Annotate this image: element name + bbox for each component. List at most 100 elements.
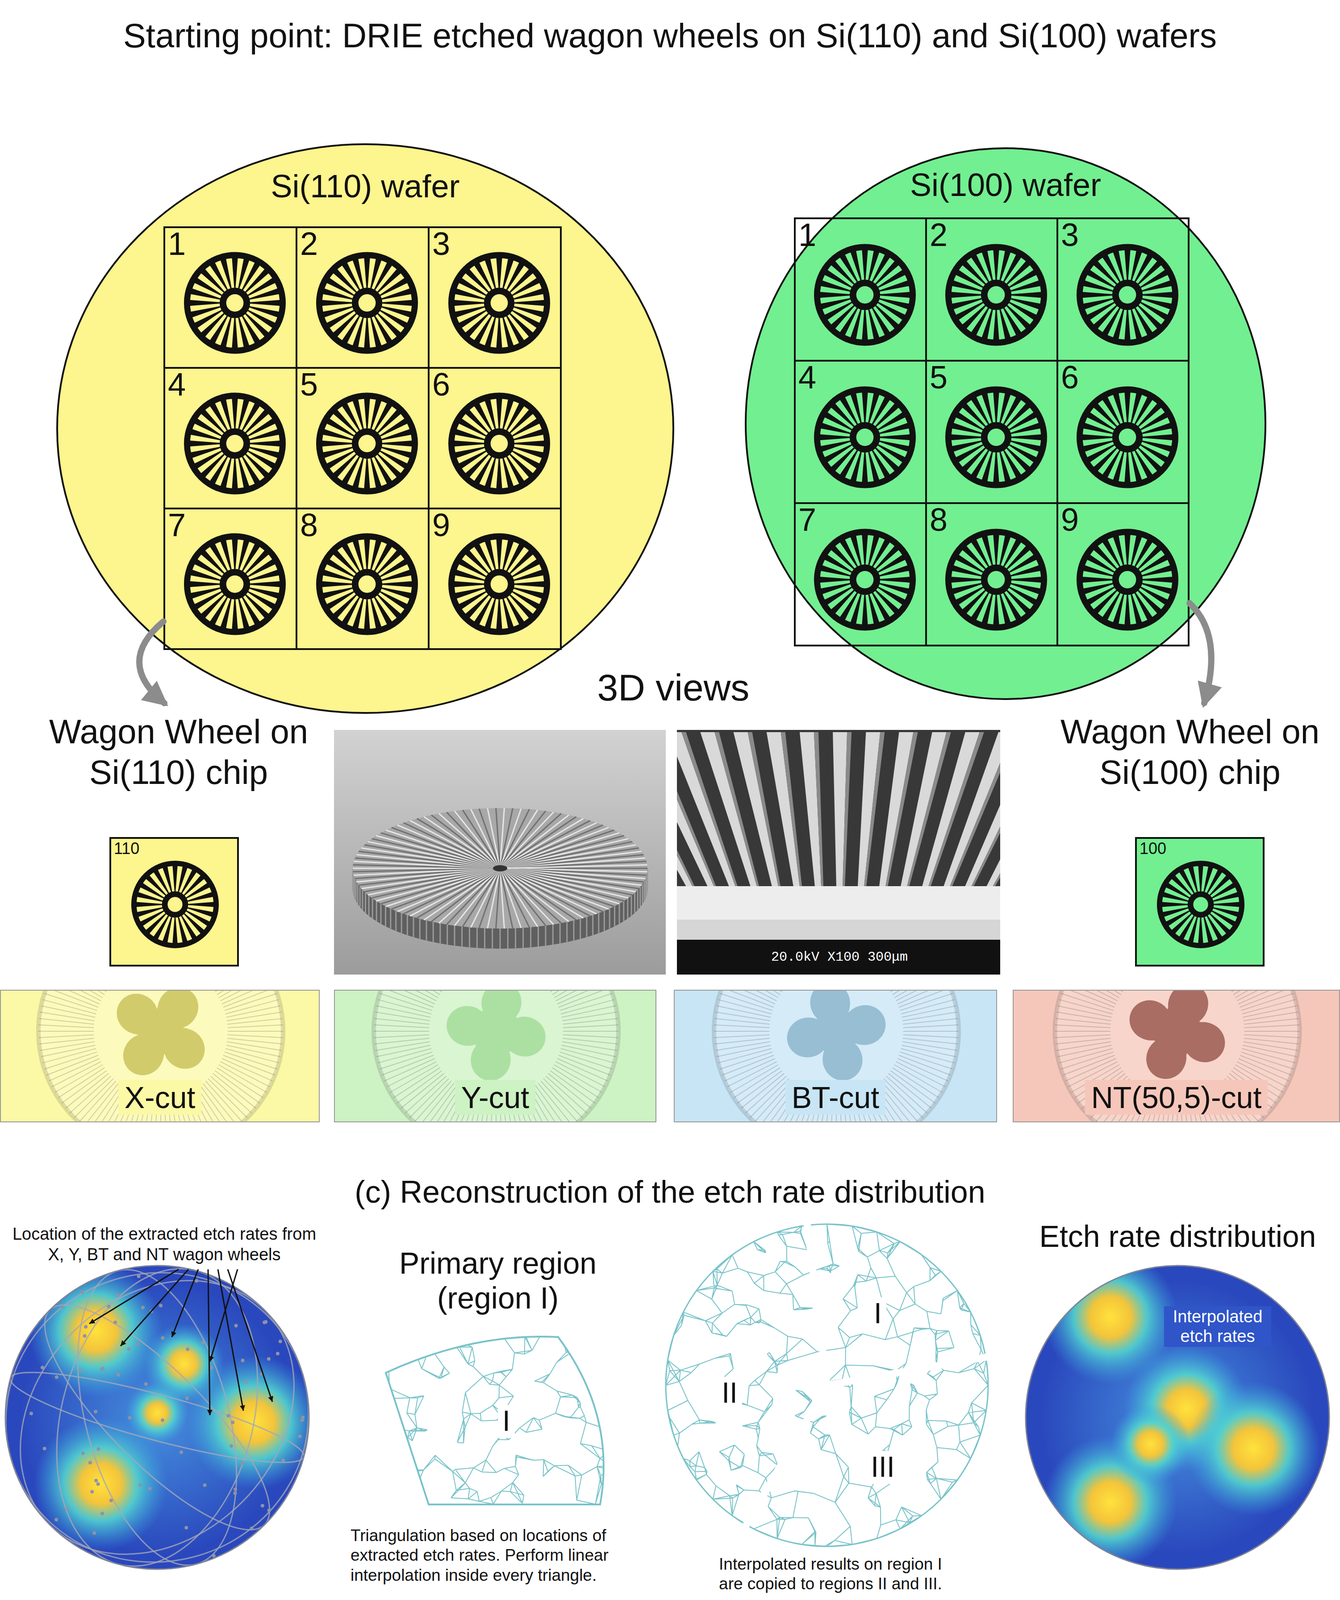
wheel-spoke (321, 288, 355, 301)
wheel-rim (187, 254, 283, 351)
faded-spoke (714, 1038, 770, 1045)
sample-point (212, 1554, 216, 1558)
faded-spoke (373, 1031, 430, 1032)
faded-spoke (226, 1006, 281, 1018)
sample-point (93, 1410, 98, 1414)
sem-fin-closeup (676, 730, 1001, 975)
sample-point (184, 1526, 188, 1530)
wheel-spoke (177, 866, 188, 894)
sample-point (263, 1320, 268, 1324)
caption-note: Triangulation based on locations of extr… (350, 1526, 664, 1586)
die-cell: 1 (163, 226, 298, 369)
wheel-spoke (379, 288, 412, 301)
cell-number: 6 (1060, 359, 1079, 396)
wheel-hole (1193, 897, 1208, 912)
faded-spoke (902, 1042, 957, 1051)
wheel-hub (1187, 891, 1215, 919)
wheel-spoke (484, 539, 497, 572)
cell-number-holder: 8 (929, 502, 948, 538)
wheel-spoke (379, 446, 412, 459)
sample-point (200, 1341, 205, 1345)
wheel-spoke (237, 398, 250, 431)
wheel-spoke (380, 440, 414, 447)
etch-map (0, 1225, 350, 1600)
cell-number: 8 (300, 507, 318, 543)
faded-spoke (713, 1025, 770, 1028)
sample-point (54, 1375, 59, 1380)
wheel-spoke (1124, 391, 1131, 425)
wheel-hole (1118, 571, 1137, 589)
etch-rate-map: Etch rate distributionInterpolated etch … (1018, 1218, 1338, 1577)
etch-rate-peak (143, 1323, 225, 1405)
wheel-spoke (1130, 592, 1143, 625)
wheel-spoke (951, 297, 984, 310)
wheel-hub (484, 428, 515, 459)
faded-spoke (69, 1076, 111, 1114)
wheel-spoke (1112, 392, 1125, 425)
region-separator (806, 1222, 827, 1386)
faded-spoke (227, 1025, 284, 1028)
wheel-spoke (1009, 292, 1043, 298)
wheel-spoke (321, 587, 355, 599)
wheel-spoke (496, 456, 502, 490)
sample-point (160, 1418, 165, 1423)
wheel-spoke (511, 429, 544, 441)
wheel-spoke (1009, 576, 1043, 583)
sample-point (226, 1414, 230, 1418)
faded-spoke (1055, 1038, 1111, 1045)
sample-point (29, 1411, 34, 1416)
faded-spoke (1074, 989, 1122, 995)
wheel-spoke (512, 300, 546, 306)
wheel-spoke (379, 587, 412, 599)
faded-spoke (424, 1085, 457, 1123)
die-cell: 9 (1056, 502, 1190, 647)
sample-point (100, 1511, 105, 1516)
wheel-spoke (484, 456, 497, 489)
wheel-hole (167, 897, 183, 912)
wheel-spoke (861, 450, 868, 484)
wheel-spoke (819, 422, 852, 435)
wheel-spoke (186, 901, 215, 907)
faded-spoke (88, 1085, 122, 1123)
wheel-icon (1136, 839, 1263, 965)
faded-spoke (387, 1061, 437, 1087)
etch-map (1025, 1250, 1330, 1570)
cell-number: 7 (167, 507, 186, 543)
chip-box: Wagon Wheel on Si(110) chip110 (35, 703, 322, 967)
cell-number-holder: 9 (1060, 502, 1079, 538)
leader-arrow (208, 1269, 210, 1416)
wheel-spoke (172, 916, 178, 945)
wheel-hole (490, 434, 509, 453)
wheel-spoke (981, 392, 994, 425)
wheel-spoke (877, 565, 910, 577)
wheel-spoke (220, 456, 232, 489)
wheel-spoke (247, 305, 280, 318)
wheel-spoke (363, 397, 370, 431)
sample-point (65, 1506, 70, 1511)
wafer-label: Si(110) wafer (55, 168, 675, 205)
wheel-hub (484, 568, 515, 600)
wheel-spoke (363, 597, 370, 631)
wafer-label: Si(100) wafer (744, 167, 1267, 203)
wheel-spoke (237, 456, 250, 489)
sample-point (40, 1365, 45, 1370)
wheel-spoke (370, 539, 382, 572)
wheel-spoke (868, 450, 880, 483)
wheel-spoke (370, 456, 382, 489)
wheel-spoke (379, 569, 412, 582)
wheel-spoke (861, 249, 868, 282)
wheel-spoke (850, 250, 862, 283)
sample-point (179, 1450, 184, 1455)
wheel-spoke (993, 534, 999, 567)
sample-point (229, 1444, 234, 1449)
wheel-spoke (877, 582, 910, 595)
wheel-spoke (1211, 907, 1240, 918)
faded-spoke (74, 1078, 114, 1119)
chip-square: 100 (1135, 837, 1265, 967)
wheel-spoke (878, 576, 911, 583)
wheel-spoke (1008, 565, 1041, 577)
sample-point (298, 1434, 302, 1439)
cut-label: Y-cut (455, 1080, 536, 1115)
wheel-spoke (189, 569, 222, 582)
chip-orientation: 100 (1139, 839, 1167, 858)
